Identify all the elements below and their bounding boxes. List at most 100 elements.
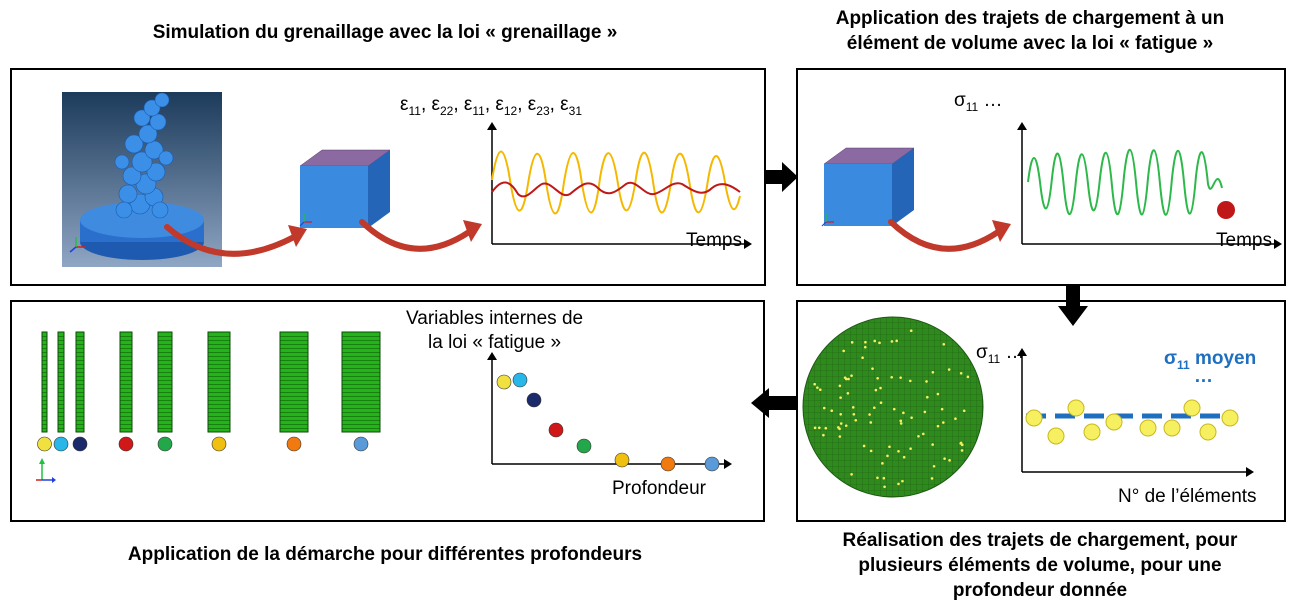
element-dot	[869, 449, 873, 453]
arrow-down	[1058, 286, 1088, 326]
element-dot	[879, 401, 883, 405]
title-application-fatigue-line2: élément de volume avec la loi « fatigue …	[846, 33, 1214, 54]
element-dot	[931, 443, 934, 446]
element-stress-point	[1025, 409, 1043, 427]
title-application-fatigue-line1: Application des trajets de chargement à …	[835, 8, 1225, 29]
element-stress-point	[1139, 419, 1157, 437]
title-realisation-line2: plusieurs éléments de volume, pour une	[858, 555, 1222, 576]
x-axis-label-elements: N° de l’éléments	[1118, 486, 1257, 507]
element-dot	[932, 464, 936, 468]
element-dot	[813, 426, 817, 430]
element-dot	[817, 426, 821, 430]
stress-signal-green	[1027, 148, 1223, 216]
element-dot	[878, 341, 881, 345]
arrow-right	[764, 162, 798, 192]
mean-stress-ellipsis: …	[1194, 366, 1213, 387]
element-dot	[839, 396, 842, 399]
element-dot	[838, 435, 842, 438]
element-stress-point	[1083, 423, 1101, 441]
element-dot	[899, 376, 902, 379]
element-dot	[843, 376, 847, 379]
title-simulation: Simulation du grenaillage avec la loi « …	[152, 22, 618, 43]
element-dot	[923, 410, 927, 414]
x-axis-label-profondeur: Profondeur	[612, 478, 707, 499]
element-dot	[910, 416, 913, 419]
element-dot	[824, 426, 828, 430]
element-dot	[873, 406, 876, 410]
element-dot	[925, 395, 929, 399]
depth-marker-ball	[37, 436, 52, 452]
element-stress-point	[1183, 399, 1201, 417]
depth-data-point	[660, 456, 676, 472]
x-axis-label-temps: Temps	[686, 230, 742, 251]
element-dot	[966, 375, 970, 379]
element-dot	[947, 368, 951, 371]
element-dot	[892, 407, 896, 411]
element-dot	[862, 444, 866, 448]
depth-column	[157, 331, 173, 433]
element-dot	[925, 380, 928, 383]
element-dot	[868, 413, 871, 416]
element-dot	[882, 476, 886, 480]
element-dot	[959, 371, 963, 375]
element-dot	[818, 388, 822, 392]
title-realisation: Réalisation des trajets de chargement, p…	[790, 528, 1290, 603]
mean-stress-label: σ11 moyen	[1164, 348, 1257, 372]
depth-data-point	[704, 456, 720, 472]
element-dot	[899, 419, 903, 423]
shot-peening-model-image	[62, 92, 222, 267]
element-stress-point	[1199, 423, 1217, 441]
element-dot	[839, 422, 843, 425]
title-realisation-line1: Réalisation des trajets de chargement, p…	[842, 530, 1238, 551]
panel-simulation: ε11, ε22, ε11, ε12, ε23, ε31 Temps	[10, 68, 766, 286]
element-dot	[902, 455, 906, 459]
depth-column	[119, 331, 133, 433]
element-dot	[943, 457, 946, 460]
axes-triad-icon	[299, 214, 312, 227]
current-state-marker	[1217, 201, 1235, 219]
element-dot	[959, 441, 963, 445]
axes-triad-icon	[821, 214, 834, 227]
element-dot	[861, 356, 864, 360]
element-dot	[936, 392, 940, 396]
title-realisation-line3: profondeur donnée	[952, 580, 1128, 601]
strain-signal-yellow	[491, 150, 741, 215]
element-dot	[902, 411, 905, 415]
element-dot	[895, 339, 898, 343]
element-dot	[850, 374, 853, 377]
element-dot	[846, 391, 850, 395]
element-dot	[842, 349, 845, 353]
element-dot	[864, 340, 867, 344]
volume-element-cube	[823, 147, 915, 226]
element-dot	[844, 424, 848, 427]
element-dot	[954, 417, 957, 421]
meshed-disk-image	[802, 316, 984, 498]
depth-marker-ball	[118, 436, 134, 452]
depth-column	[41, 331, 48, 433]
internal-variables-label-line2: la loi « fatigue »	[428, 332, 562, 353]
element-dot	[850, 341, 854, 344]
depth-marker-ball	[211, 436, 227, 452]
element-stress-point	[1221, 409, 1239, 427]
flow-arrow-model-to-cube	[164, 224, 307, 257]
element-dot	[936, 424, 940, 428]
element-dot	[871, 367, 874, 370]
element-dot	[886, 454, 889, 458]
depth-data-point	[526, 392, 542, 408]
depth-column	[341, 331, 381, 433]
depth-data-point	[512, 372, 528, 388]
depth-marker-ball	[53, 436, 69, 452]
element-stress-point	[1163, 419, 1181, 437]
element-dot	[960, 443, 964, 447]
strain-signal-red	[491, 181, 741, 198]
element-dot	[873, 339, 877, 343]
element-dot	[917, 434, 920, 438]
x-axis-label-temps: Temps	[1216, 230, 1272, 251]
stress-label: σ11 …	[954, 90, 1003, 114]
element-dot	[901, 479, 904, 483]
depth-marker-ball	[157, 436, 173, 452]
title-application-profondeurs: Application de la démarche pour différen…	[127, 544, 643, 565]
depth-marker-ball	[353, 436, 369, 452]
strain-components-label: ε11, ε22, ε11, ε12, ε23, ε31	[400, 94, 583, 118]
element-dot	[942, 421, 945, 424]
